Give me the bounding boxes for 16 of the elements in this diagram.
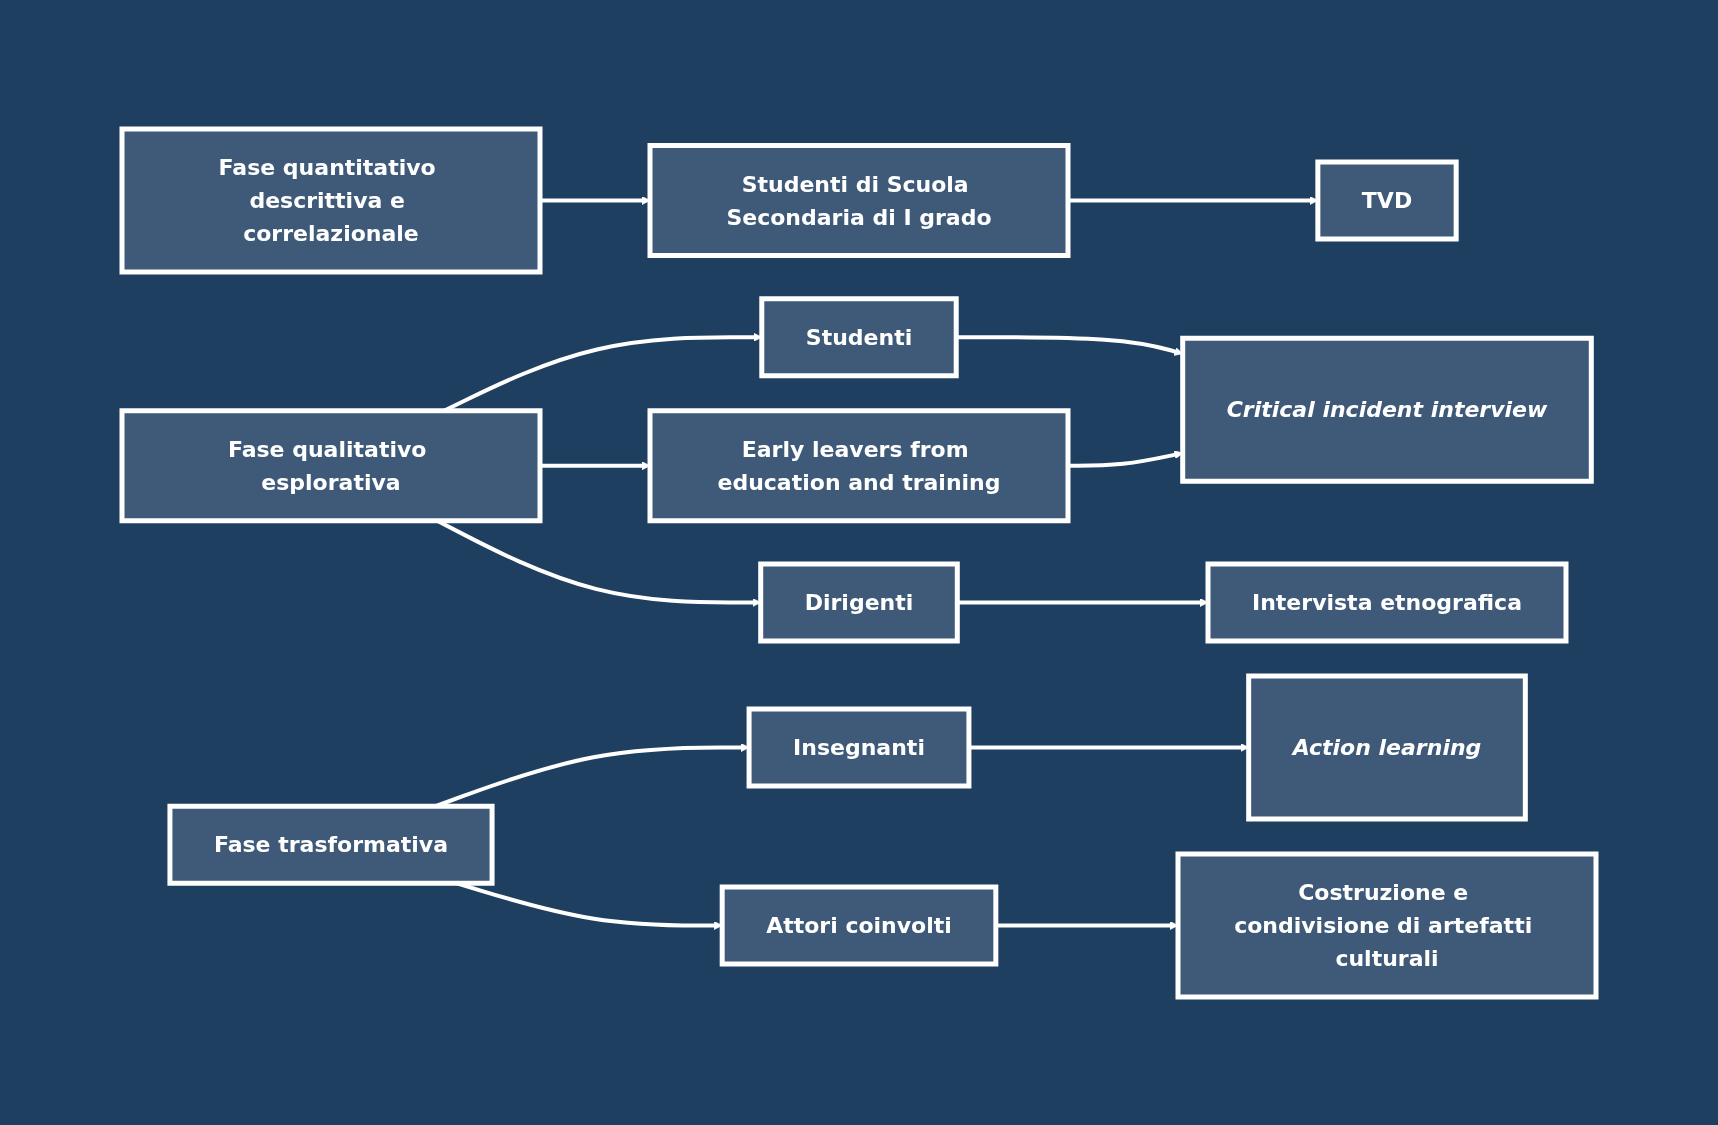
node-box: Dirigenti (758, 561, 960, 643)
arrow (540, 195, 651, 205)
node-box: Insegnanti (746, 706, 972, 788)
node-box: Fase quantitativo descrittiva e correlazionale (119, 126, 543, 274)
node-box: Early leavers from education and training (647, 407, 1071, 523)
node-box: TVD (1315, 159, 1459, 241)
node-box: Fase trasformativa (167, 803, 495, 886)
node-box: Studenti di Scuola Secondaria di I grado (647, 142, 1071, 258)
arrow (540, 460, 651, 470)
node-box: Costruzione e condivisione di artefatti culturali (1175, 851, 1599, 999)
node-box: Critical incident interview (1180, 335, 1594, 484)
node-box: Action learning (1246, 673, 1528, 821)
node-box: Intervista etnografica (1205, 561, 1569, 643)
node-box: Studenti (759, 295, 959, 378)
node-box: Attori coinvolti (719, 884, 999, 966)
node-box: Fase qualitativo esplorativa (119, 407, 543, 523)
